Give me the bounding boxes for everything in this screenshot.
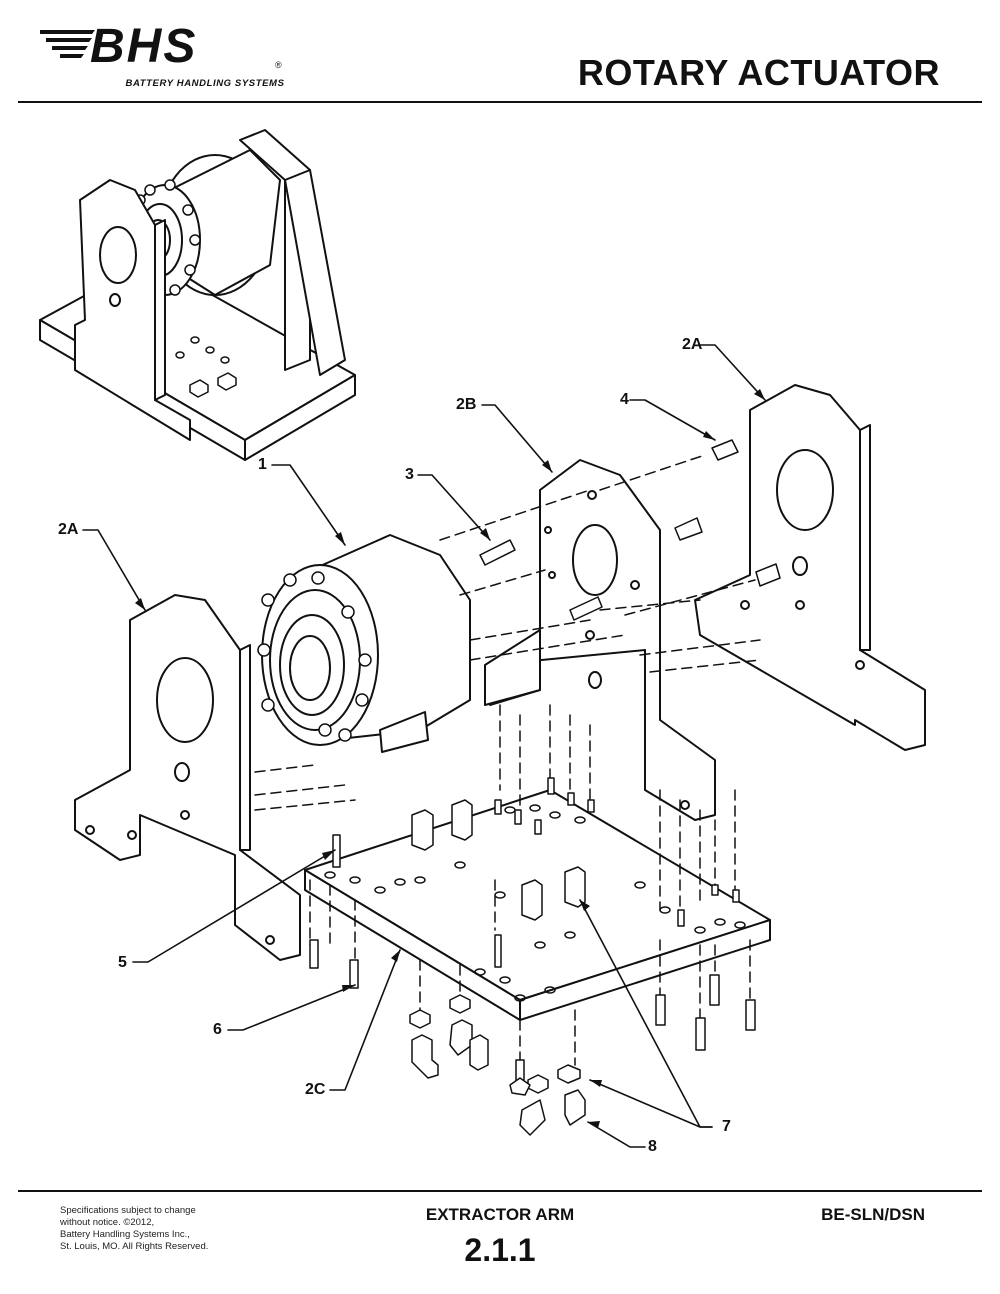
callout-2a-right: 2A [682,336,703,353]
exploded-assembly-drawing: 1 2A 2A 2B 2C 3 4 5 6 7 8 [0,110,1000,1185]
callout-1: 1 [258,456,267,473]
callout-6: 6 [213,1021,222,1038]
section-number: 2.1.1 [464,1232,536,1268]
logo-registered: ® [275,60,282,70]
bottom-divider [18,1190,982,1192]
page-title: ROTARY ACTUATOR [577,52,940,93]
copyright-note: Specifications subject to change without… [60,1205,260,1253]
part-7-8-nuts-and-fittings [409,994,586,1136]
bhs-logo-mark: BHS ® [40,22,282,72]
page-header: BHS ® BATTERY HANDLING SYSTEMS ROTARY AC… [0,0,1000,110]
part-2a-right-bracket [694,384,926,751]
callout-3: 3 [405,466,414,483]
exploded-view-svg [39,129,926,1148]
bhs-logo: BHS ® BATTERY HANDLING SYSTEMS [40,22,300,92]
part-2b-middle-bracket [484,459,716,821]
callout-7: 7 [722,1118,731,1135]
part-6-cap-screws [309,939,756,1085]
part-1-rotary-actuator [257,534,471,753]
callout-2c: 2C [305,1081,326,1098]
assembled-view [39,129,356,461]
exploded-view [74,344,926,1148]
model-number: BE-SLN/DSN [821,1205,925,1224]
callout-2a-left: 2A [58,521,79,538]
logo-wordmark: BHS [90,22,197,72]
part-standoffs [332,777,740,968]
top-divider [18,101,982,103]
part-4-fittings [674,439,781,587]
logo-tagline: BATTERY HANDLING SYSTEMS [125,78,285,89]
part-3-dowel-pins [479,539,603,621]
leader-lines [82,344,766,1148]
alignment-lines [254,454,761,1066]
callout-8: 8 [648,1138,657,1155]
leader-arrowheads [135,389,765,1128]
part-2a-left-bracket [74,594,301,961]
copyright-line: Specifications subject to change [60,1205,196,1216]
callout-4: 4 [620,391,629,408]
copyright-line: Battery Handling Systems Inc., [60,1229,190,1240]
callout-5: 5 [118,954,127,971]
callout-2b: 2B [456,396,477,413]
section-title: EXTRACTOR ARM [425,1205,575,1224]
copyright-line: without notice. ©2012, [60,1217,155,1228]
copyright-line: St. Louis, MO. All Rights Reserved. [60,1241,209,1252]
